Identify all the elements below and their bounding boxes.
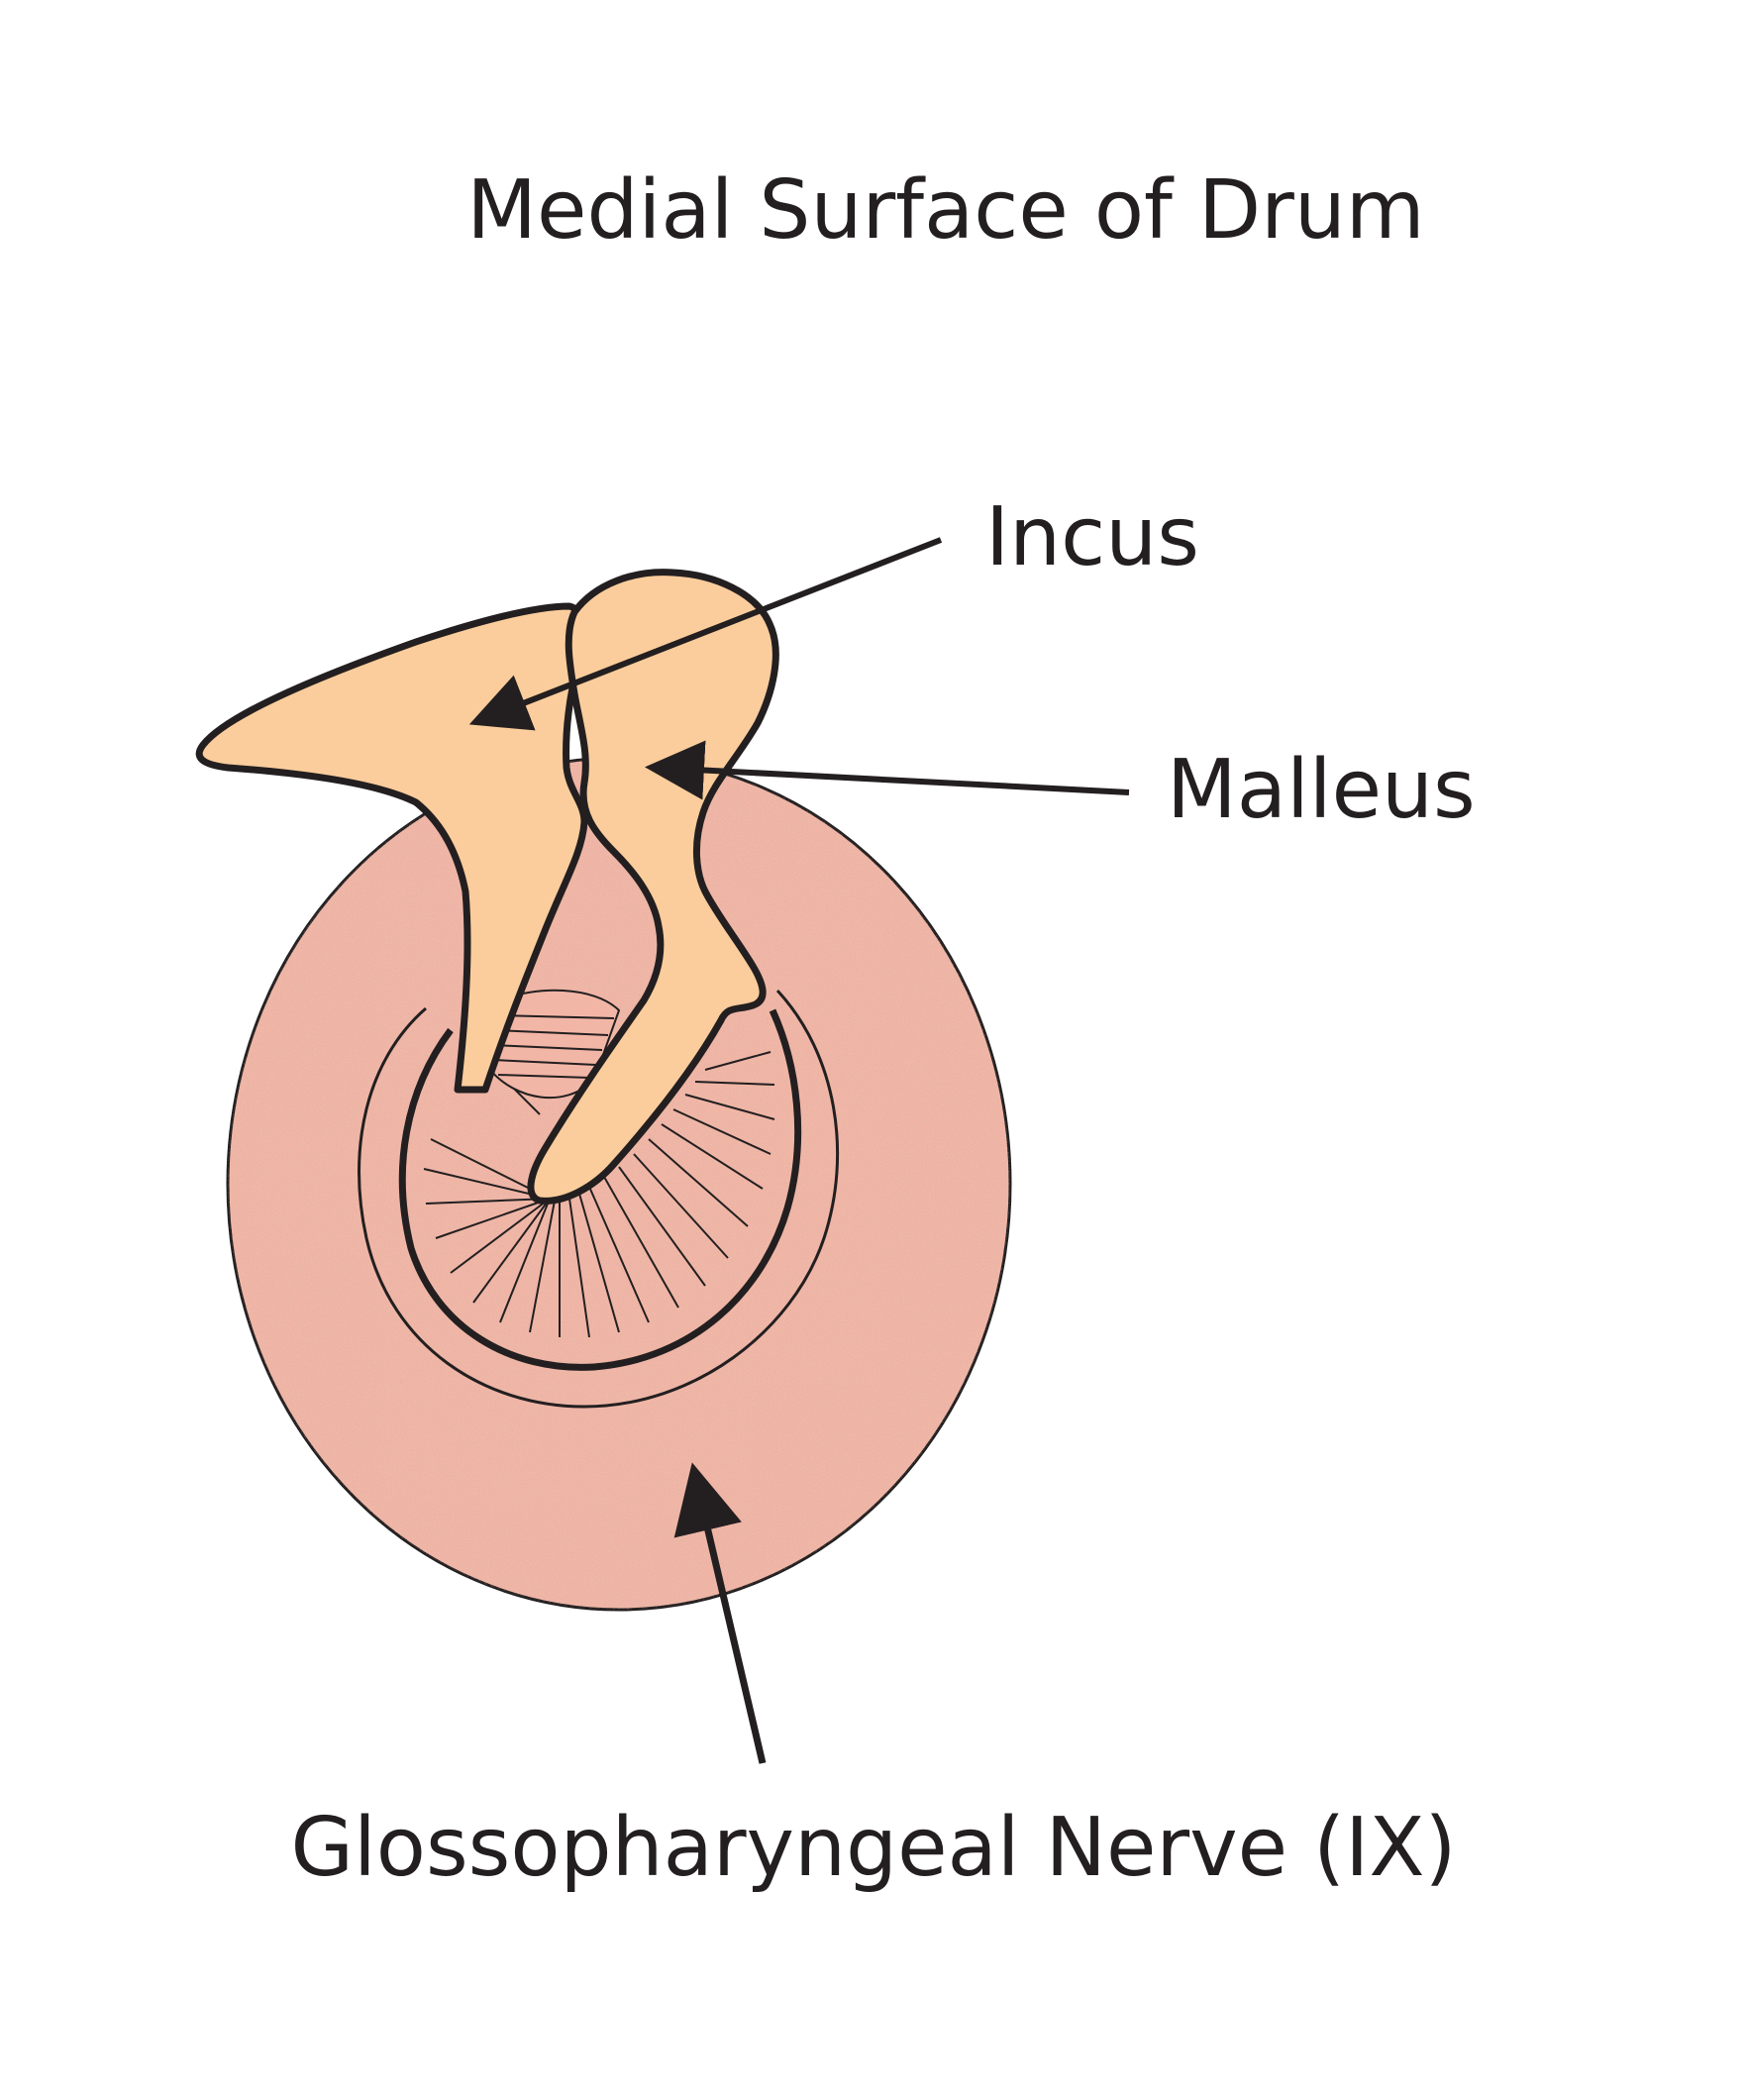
drum-outer-ring — [358, 989, 839, 1409]
ear-drum — [226, 756, 1012, 1612]
malleus-label: Malleus — [1167, 743, 1476, 837]
nerve-label: Glossopharyngeal Nerve (IX) — [290, 1801, 1456, 1895]
title: Medial Surface of Drum — [466, 163, 1424, 258]
incus-pointer-line — [468, 537, 943, 731]
malleus-pointer-line — [645, 740, 1130, 800]
malleus-bone — [527, 569, 779, 1205]
nerve-pointer-line — [673, 1462, 767, 1764]
incus-label: Incus — [985, 490, 1199, 584]
